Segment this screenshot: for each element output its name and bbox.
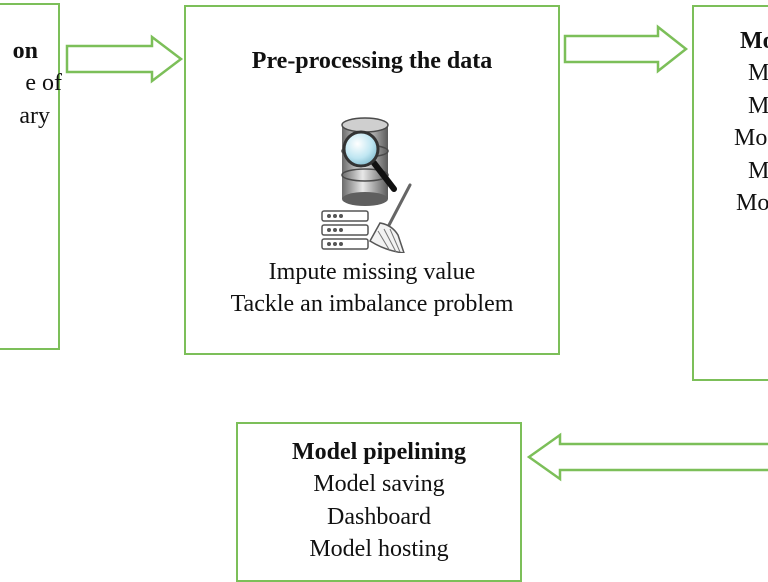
pipelining-title: Model pipelining <box>291 439 467 465</box>
arrow-preprocessing-to-modeling <box>563 24 689 74</box>
modeling-box: Mo M M Mo M Mo <box>692 5 768 381</box>
collection-box: on e of ary <box>0 3 62 350</box>
modeling-line-4: M <box>748 158 768 184</box>
modeling-title: Mo <box>740 28 768 54</box>
pipelining-line-3: Model hosting <box>309 536 449 562</box>
pipelining-line-2: Dashboard <box>327 504 431 530</box>
modeling-line-2: M <box>748 93 768 119</box>
modeling-line-5: Mo <box>736 190 768 216</box>
pipelining-line-1: Model saving <box>313 471 445 497</box>
preprocessing-title: Pre-processing the data <box>251 48 493 74</box>
modeling-line-3: Mo <box>734 125 768 151</box>
collection-line-1: e of <box>25 70 62 96</box>
database-search-cleaning-icon <box>321 117 412 253</box>
arrow-collection-to-preprocessing <box>65 34 184 84</box>
preprocessing-line-2: Tackle an imbalance problem <box>230 291 514 317</box>
modeling-line-1: M <box>748 60 768 86</box>
collection-line-2: ary <box>19 103 50 129</box>
collection-title: on <box>12 38 38 64</box>
preprocessing-line-1: Impute missing value <box>268 259 476 285</box>
arrow-modeling-to-pipelining <box>526 432 768 482</box>
preprocessing-box: Pre-processing the data <box>184 5 560 355</box>
pipelining-box: Model pipelining Model saving Dashboard … <box>236 422 522 582</box>
